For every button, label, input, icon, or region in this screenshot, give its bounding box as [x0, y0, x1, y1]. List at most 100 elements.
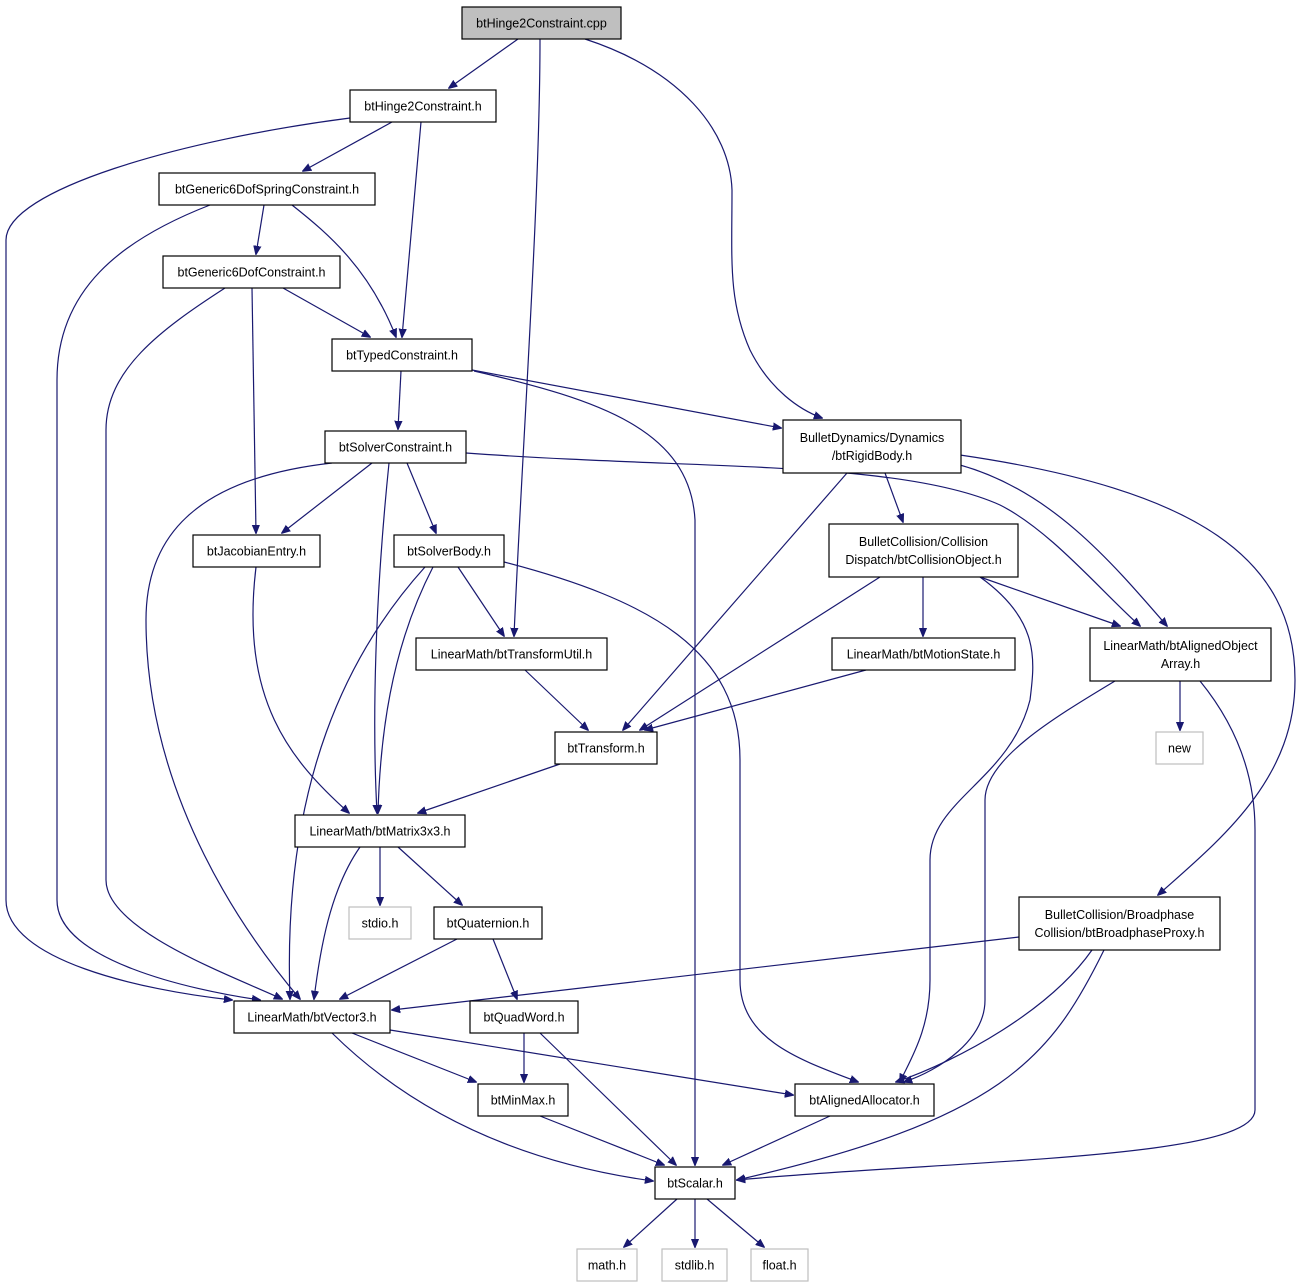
edge-rigid-to-collobj — [884, 472, 903, 522]
node-solverb[interactable]: btSolverBody.h — [393, 534, 505, 568]
edge-g6spring-to-vector3 — [56, 204, 260, 1000]
edge-aoa-to-aalloc — [904, 680, 1116, 1082]
edge-vector3-to-aalloc — [389, 1029, 793, 1095]
node-label: Array.h — [1161, 657, 1200, 671]
edge-collobj-to-aoa — [979, 576, 1120, 626]
node-label: btTransform.h — [567, 742, 644, 756]
edge-jacob-to-matrix — [252, 566, 349, 813]
edge-solverb-to-matrix — [378, 566, 434, 813]
node-vector3[interactable]: LinearMath/btVector3.h — [233, 1000, 391, 1034]
node-matrix[interactable]: LinearMath/btMatrix3x3.h — [294, 814, 466, 848]
edge-aalloc-to-scalar — [723, 1115, 831, 1165]
node-box — [576, 1248, 638, 1282]
node-box — [349, 89, 497, 123]
node-label: btAlignedAllocator.h — [809, 1094, 920, 1108]
edge-bproxy-to-scalar — [737, 949, 1105, 1180]
node-box — [461, 6, 622, 40]
node-label: btJacobianEntry.h — [207, 545, 306, 559]
node-box — [654, 1166, 736, 1200]
edge-vector3-to-minmax — [351, 1032, 476, 1082]
node-box — [554, 731, 658, 765]
node-g6spring[interactable]: btGeneric6DofSpringConstraint.h — [158, 172, 376, 206]
edge-typed-to-rigid — [471, 369, 781, 428]
node-jacob[interactable]: btJacobianEntry.h — [192, 534, 321, 568]
edge-rigid-to-bproxy — [959, 454, 1296, 895]
node-transform[interactable]: btTransform.h — [554, 731, 658, 765]
node-label: btHinge2Constraint.h — [364, 100, 481, 114]
node-box — [192, 534, 321, 568]
edge-solverb-to-vector3 — [289, 566, 426, 999]
node-label: LinearMath/btVector3.h — [247, 1011, 376, 1025]
node-collobj[interactable]: BulletCollision/CollisionDispatch/btColl… — [828, 523, 1019, 578]
node-box — [158, 172, 376, 206]
edge-tutil-to-transform — [524, 669, 588, 730]
edge-hinge2h-to-typed — [402, 121, 422, 337]
edge-hinge2h-to-vector3 — [5, 117, 351, 1000]
node-stdio: stdio.h — [348, 906, 412, 940]
node-aalloc[interactable]: btAlignedAllocator.h — [794, 1083, 935, 1117]
edge-g6spring-to-typed — [291, 204, 396, 337]
node-label: Collision/btBroadphaseProxy.h — [1034, 926, 1204, 940]
edge-g6spring-to-g6 — [256, 204, 265, 254]
node-label: btGeneric6DofSpringConstraint.h — [175, 183, 359, 197]
edges — [5, 38, 1296, 1247]
node-box — [477, 1083, 569, 1117]
node-label: Dispatch/btCollisionObject.h — [845, 553, 1001, 567]
node-minmax[interactable]: btMinMax.h — [477, 1083, 569, 1117]
node-typed[interactable]: btTypedConstraint.h — [331, 338, 473, 372]
edge-bproxy-to-vector3 — [392, 936, 1020, 1010]
node-label: LinearMath/btAlignedObject — [1103, 639, 1258, 653]
node-label: BulletCollision/Broadphase — [1045, 908, 1194, 922]
node-label: float.h — [762, 1259, 796, 1273]
node-label: stdio.h — [362, 917, 399, 931]
nodes: btHinge2Constraint.cpp btHinge2Constraint… — [158, 6, 1272, 1282]
node-hinge2h[interactable]: btHinge2Constraint.h — [349, 89, 497, 123]
edge-hinge2h-to-g6spring — [303, 121, 393, 171]
edge-motion-to-transform — [645, 669, 867, 730]
edge-scalar-to-float — [706, 1198, 764, 1247]
edge-matrix-to-quat — [397, 846, 462, 905]
node-root[interactable]: btHinge2Constraint.cpp — [461, 6, 622, 40]
node-label: btQuadWord.h — [483, 1011, 564, 1025]
node-box — [469, 1000, 579, 1034]
node-tutil[interactable]: LinearMath/btTransformUtil.h — [415, 637, 608, 671]
node-scalar[interactable]: btScalar.h — [654, 1166, 736, 1200]
node-solverc[interactable]: btSolverConstraint.h — [324, 430, 467, 464]
node-label: BulletCollision/Collision — [859, 535, 988, 549]
edge-solverc-to-matrix — [375, 462, 390, 813]
node-box — [415, 637, 608, 671]
edge-collobj-to-aalloc — [900, 576, 1034, 1082]
node-label: BulletDynamics/Dynamics — [800, 431, 944, 445]
node-new: new — [1155, 731, 1204, 765]
edge-solverc-to-solverb — [406, 462, 436, 533]
node-box — [1155, 731, 1204, 765]
node-label: btSolverConstraint.h — [339, 441, 452, 455]
node-motion[interactable]: LinearMath/btMotionState.h — [831, 637, 1016, 671]
edge-transform-to-matrix — [418, 763, 561, 813]
edge-g6-to-vector3 — [105, 287, 282, 999]
edge-rigid-to-aoa — [959, 464, 1167, 626]
edge-solverc-to-jacob — [282, 462, 373, 533]
node-label: LinearMath/btMotionState.h — [847, 648, 1001, 662]
node-quadword[interactable]: btQuadWord.h — [469, 1000, 579, 1034]
edge-typed-to-solverc — [398, 370, 401, 429]
node-rigid[interactable]: BulletDynamics/Dynamics/btRigidBody.h — [782, 419, 962, 474]
node-bproxy[interactable]: BulletCollision/BroadphaseCollision/btBr… — [1018, 896, 1221, 951]
edge-quat-to-vector3 — [340, 938, 458, 999]
edge-minmax-to-scalar — [539, 1115, 664, 1165]
edge-rigid-to-transform — [623, 472, 848, 730]
node-label: LinearMath/btMatrix3x3.h — [309, 825, 450, 839]
node-label: /btRigidBody.h — [832, 449, 912, 463]
node-stdlib: stdlib.h — [661, 1248, 728, 1282]
edge-g6-to-typed — [282, 287, 370, 337]
node-quat[interactable]: btQuaternion.h — [433, 906, 543, 940]
node-label: stdlib.h — [675, 1259, 715, 1273]
node-box — [433, 906, 543, 940]
node-box — [661, 1248, 728, 1282]
node-float: float.h — [750, 1248, 809, 1282]
node-box — [794, 1083, 935, 1117]
node-g6[interactable]: btGeneric6DofConstraint.h — [162, 255, 341, 289]
node-box — [233, 1000, 391, 1034]
